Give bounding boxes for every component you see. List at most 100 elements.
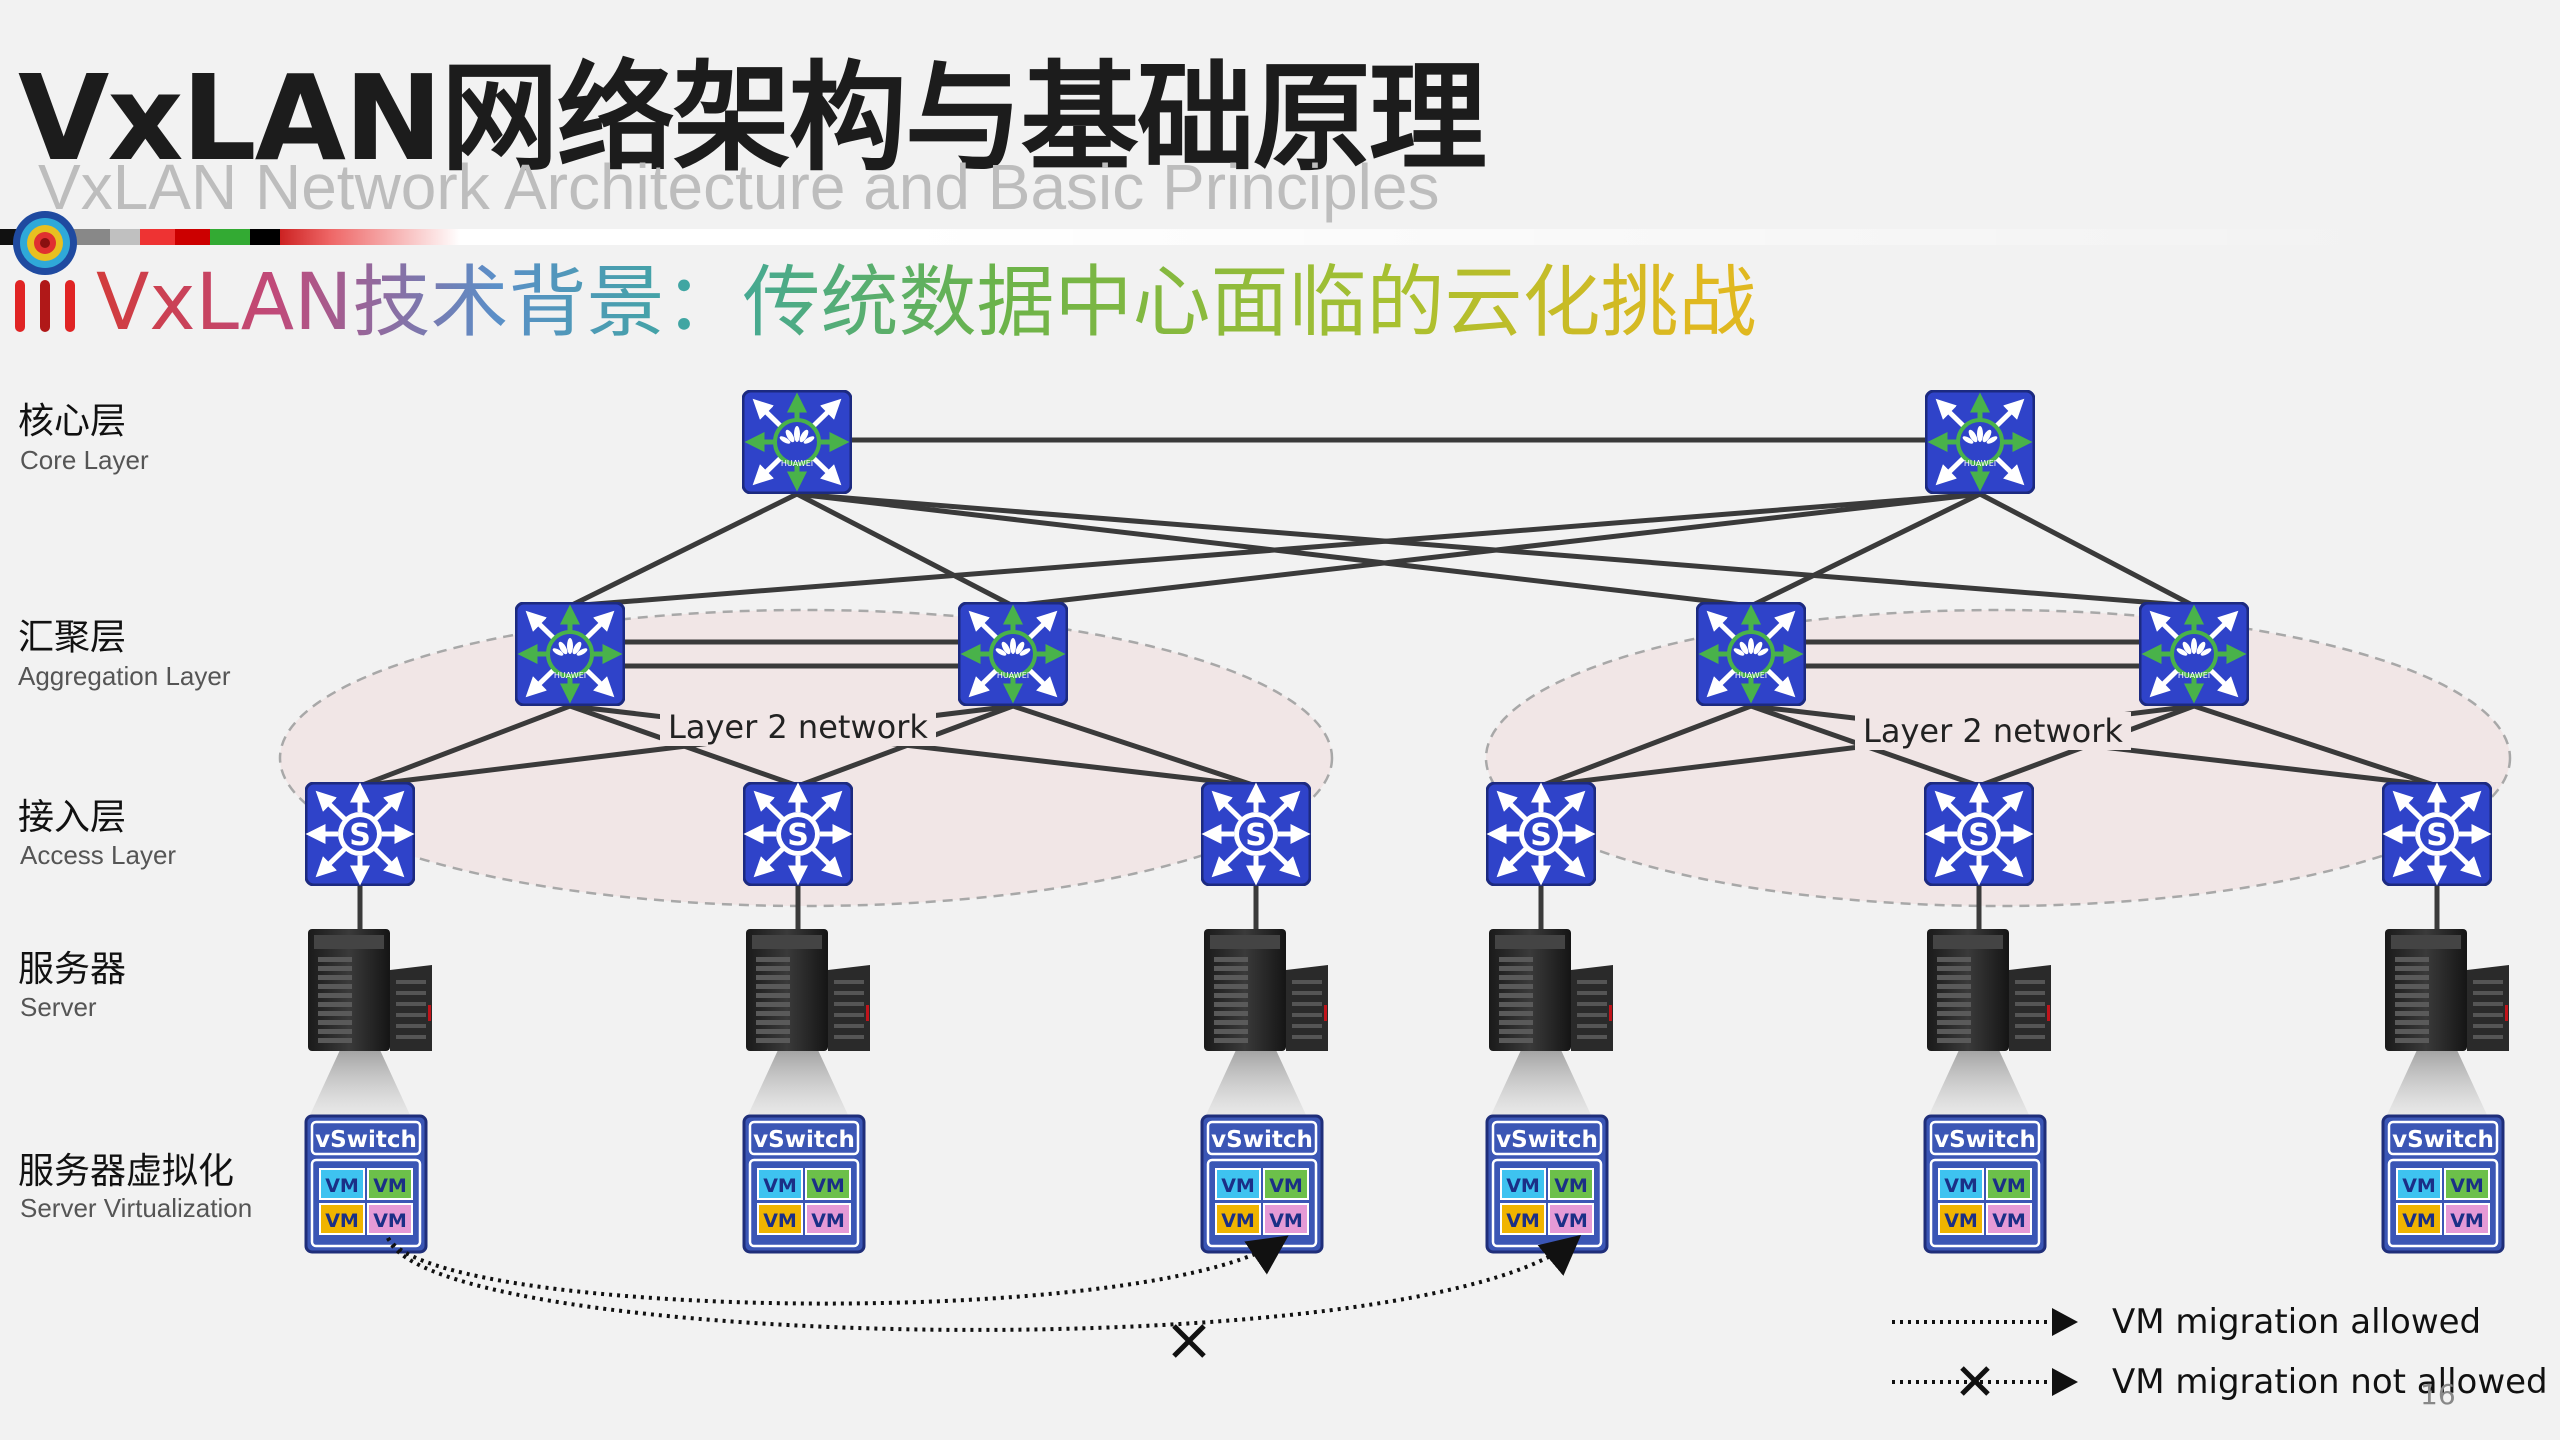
server-5 [1927, 929, 2051, 1051]
legend-allowed-label: VM migration allowed [2112, 1302, 2482, 1342]
vm-icon [2396, 1203, 2442, 1235]
page-subtitle: VxLAN Network Architecture and Basic Pri… [38, 151, 1440, 223]
vm-icon [1938, 1168, 1984, 1200]
page-title: VxLAN网络架构与基础原理 [18, 49, 1487, 187]
l2-network-label-left: Layer 2 network [660, 708, 936, 746]
vm-icon [367, 1203, 413, 1235]
server-3 [1204, 929, 1328, 1051]
brand-label: HUAWEI [1735, 671, 1767, 680]
vm-label: VM [2402, 1210, 2436, 1232]
vm-icon [319, 1168, 365, 1200]
brand-label: HUAWEI [2178, 671, 2210, 680]
vm-icon [1986, 1203, 2032, 1235]
vm-icon [1548, 1203, 1594, 1235]
server-2 [746, 929, 870, 1051]
section-title: VxLAN技术背景：传统数据中心面临的云化挑战 [96, 240, 1756, 352]
brand-label: HUAWEI [1964, 459, 1996, 468]
aggregation-switch-4 [2140, 603, 2248, 705]
vm-label: VM [1221, 1175, 1255, 1197]
vm-icon [1548, 1168, 1594, 1200]
vm-label: VM [2402, 1175, 2436, 1197]
access-switch-symbol: S [2426, 818, 2448, 853]
vm-label: VM [1554, 1175, 1588, 1197]
vm-icon [1263, 1203, 1309, 1235]
layer-access-zh: 接入层 [18, 797, 127, 838]
layer-aggregation-en: Aggregation Layer [18, 661, 231, 691]
layer-core-en: Core Layer [20, 445, 149, 475]
blocked-x-icon [1172, 1324, 1206, 1358]
vm-icon [2444, 1168, 2490, 1200]
vm-label: VM [1269, 1175, 1303, 1197]
vm-label: VM [1506, 1210, 1540, 1232]
vm-label: VM [373, 1175, 407, 1197]
vswitch-label: vSwitch [1496, 1127, 1598, 1153]
vm-label: VM [1506, 1175, 1540, 1197]
core-switch-2 [1926, 391, 2034, 493]
legend-not-allowed-label: VM migration not allowed [2112, 1362, 2548, 1402]
layer-server-en: Server [20, 992, 97, 1022]
vm-icon [805, 1168, 851, 1200]
vm-label: VM [373, 1210, 407, 1232]
layer-access-en: Access Layer [20, 840, 177, 870]
vm-label: VM [1269, 1210, 1303, 1232]
vm-icon [805, 1203, 851, 1235]
server-6 [2385, 929, 2509, 1051]
vm-icon [1263, 1168, 1309, 1200]
vm-icon [1215, 1203, 1261, 1235]
layer-virtualization-zh: 服务器虚拟化 [18, 1151, 235, 1192]
core-switch-1 [743, 391, 851, 493]
vm-label: VM [1944, 1175, 1978, 1197]
server-1 [308, 929, 432, 1051]
vm-label: VM [811, 1175, 845, 1197]
aggregation-switch-2 [959, 603, 1067, 705]
brand-label: HUAWEI [781, 459, 813, 468]
access-switch-symbol: S [1245, 818, 1267, 853]
migration-not-allowed-arrow [386, 1234, 1582, 1332]
vswitch-label: vSwitch [315, 1127, 417, 1153]
access-switch-symbol: S [787, 818, 809, 853]
color-bar [0, 229, 2400, 245]
brand-label: HUAWEI [554, 671, 586, 680]
page-number: 16 [2420, 1378, 2456, 1411]
aggregation-switch-3 [1697, 603, 1805, 705]
brand-label: HUAWEI [997, 671, 1029, 680]
vm-icon [757, 1168, 803, 1200]
vm-icon [757, 1203, 803, 1235]
layer-server-zh: 服务器 [18, 949, 127, 990]
layer-aggregation-zh: 汇聚层 [18, 617, 127, 658]
section-logo-icon [13, 211, 77, 332]
vm-icon [367, 1168, 413, 1200]
vm-label: VM [811, 1210, 845, 1232]
vm-icon [2444, 1203, 2490, 1235]
vm-label: VM [2450, 1210, 2484, 1232]
vm-label: VM [1221, 1210, 1255, 1232]
vm-label: VM [763, 1175, 797, 1197]
vm-icon [1500, 1203, 1546, 1235]
vswitch-label: vSwitch [1211, 1127, 1313, 1153]
l2-network-label-right: Layer 2 network [1855, 712, 2131, 750]
legend-x-icon [1960, 1366, 1990, 1396]
vm-label: VM [1992, 1210, 2026, 1232]
access-switch-symbol: S [349, 818, 371, 853]
vswitch-label: vSwitch [2392, 1127, 2494, 1153]
vm-label: VM [325, 1175, 359, 1197]
vm-label: VM [325, 1210, 359, 1232]
vm-label: VM [1992, 1175, 2026, 1197]
vm-icon [1500, 1168, 1546, 1200]
core-links [357, 437, 2440, 930]
access-switch-symbol: S [1530, 818, 1552, 853]
vm-label: VM [1554, 1210, 1588, 1232]
vm-label: VM [1944, 1210, 1978, 1232]
access-switch-symbol: S [1968, 818, 1990, 853]
vm-icon [2396, 1168, 2442, 1200]
vm-icon [1938, 1203, 1984, 1235]
server-4 [1489, 929, 1613, 1051]
layer-core-zh: 核心层 [18, 401, 127, 442]
